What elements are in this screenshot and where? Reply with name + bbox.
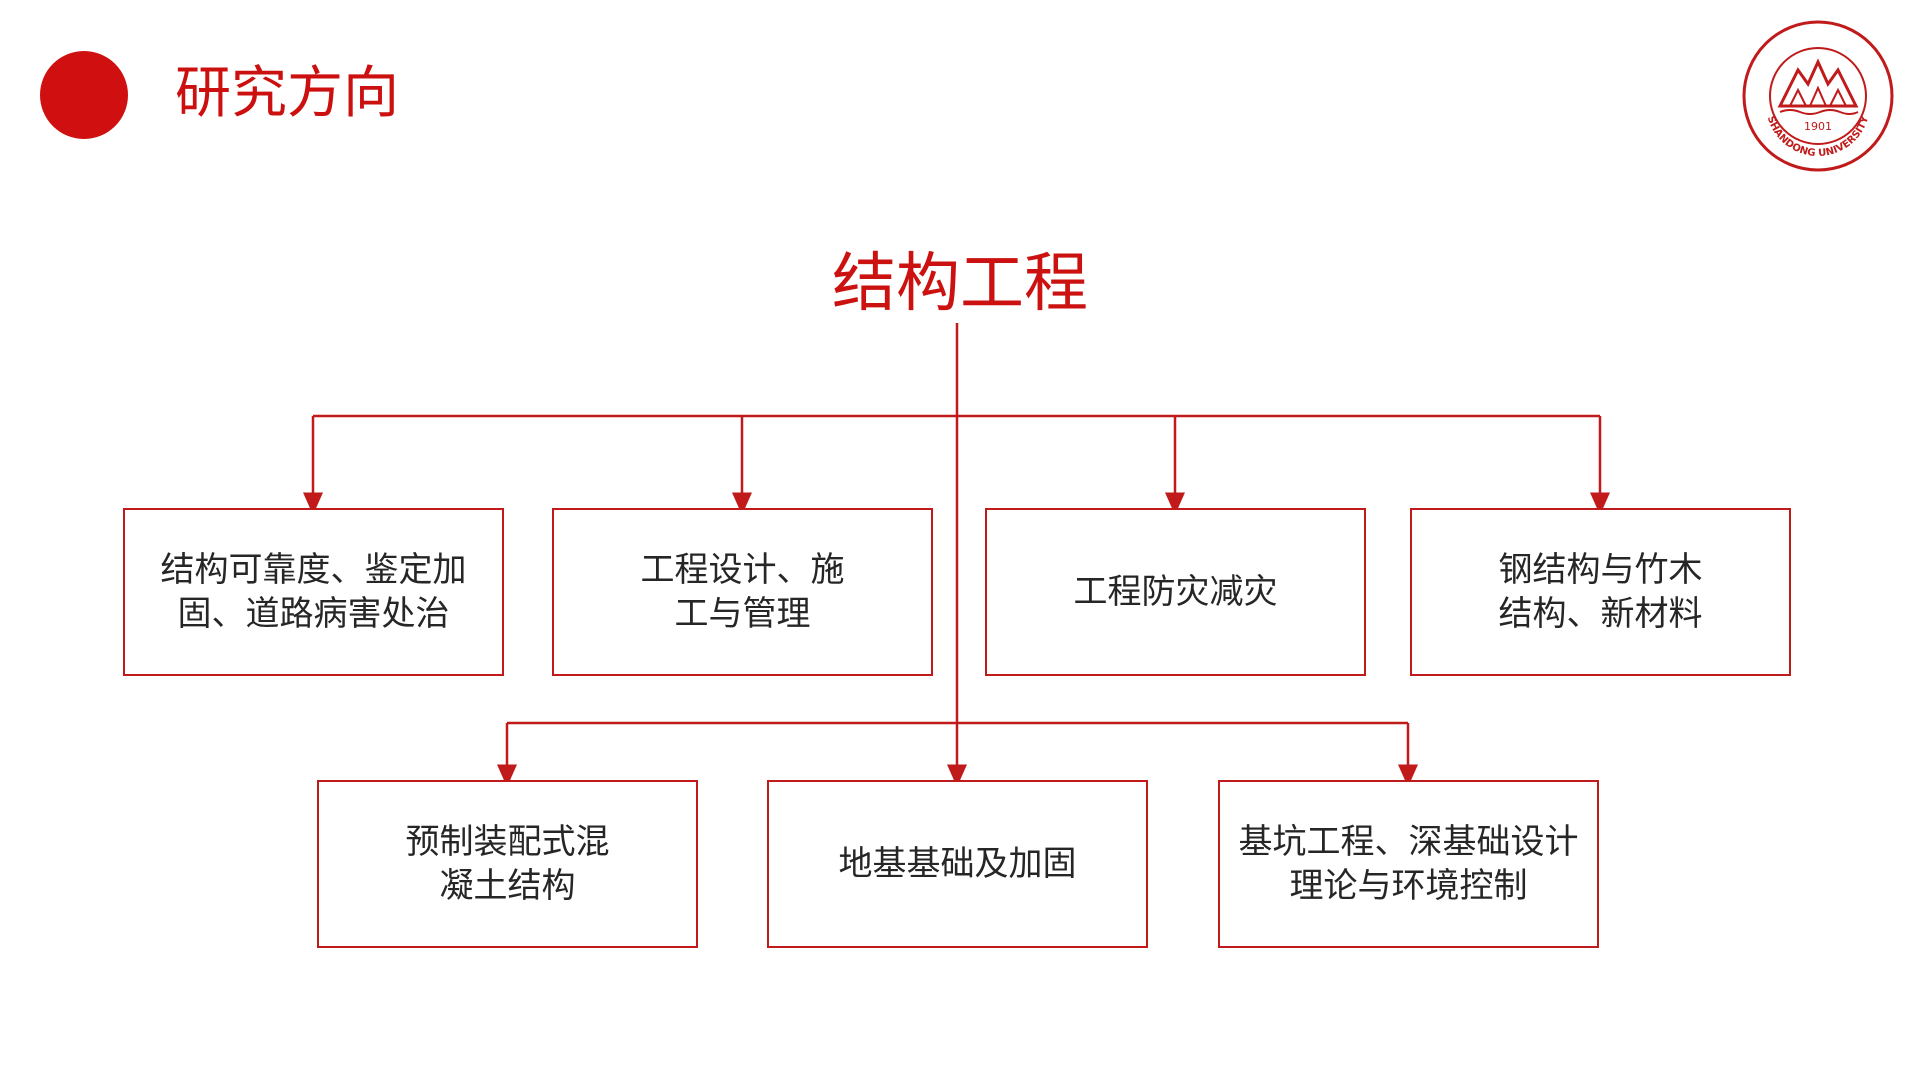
- node-label: 基坑工程、深基础设计理论与环境控制: [1238, 822, 1579, 906]
- page-title: 研究方向: [175, 61, 399, 126]
- node-design-construction: 工程设计、施工与管理: [552, 508, 933, 676]
- node-label: 地基基础及加固: [838, 844, 1077, 884]
- node-label: 工程设计、施工与管理: [640, 550, 845, 634]
- node-label: 预制装配式混凝土结构: [405, 822, 610, 906]
- node-foundation-reinforcement: 地基基础及加固: [767, 780, 1148, 948]
- logo-year: 1901: [1804, 120, 1832, 133]
- node-disaster-prevention: 工程防灾减灾: [985, 508, 1366, 676]
- node-label: 钢结构与竹木结构、新材料: [1498, 550, 1703, 634]
- shandong-university-logo: 1901 SHANDONG UNIVERSITY: [1742, 20, 1894, 172]
- title-bullet-dot: [40, 51, 128, 139]
- node-prefabricated-concrete: 预制装配式混凝土结构: [317, 780, 698, 948]
- node-label: 结构可靠度、鉴定加固、道路病害处治: [160, 550, 467, 634]
- node-label: 工程防灾减灾: [1073, 572, 1278, 612]
- node-steel-bamboo-structures: 钢结构与竹木结构、新材料: [1410, 508, 1791, 676]
- node-reliability-assessment: 结构可靠度、鉴定加固、道路病害处治: [123, 508, 504, 676]
- diagram-root-node: 结构工程: [832, 247, 1088, 321]
- node-excavation-deep-foundation: 基坑工程、深基础设计理论与环境控制: [1218, 780, 1599, 948]
